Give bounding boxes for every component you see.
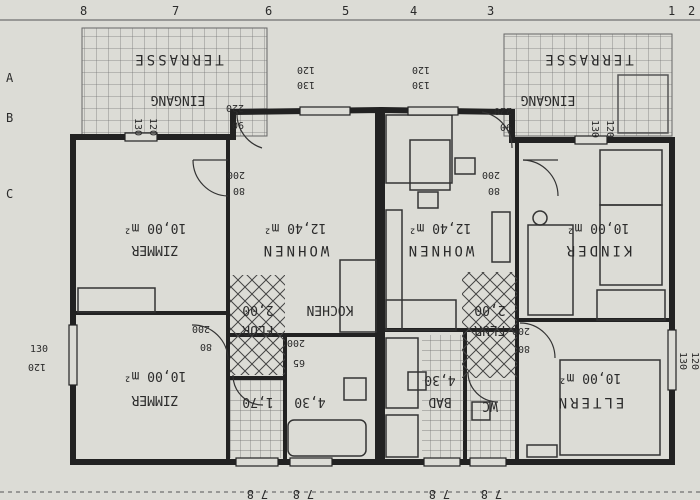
column-label-1: 1 [668,4,675,18]
kinder-name: KINDER [564,242,633,258]
zimmer-top-name: ZIMMER [131,242,178,257]
dim-right-door-width: 80 [488,185,500,196]
bad-right-area: 4,30 [424,372,455,387]
terrace-right [503,33,673,137]
entrance-right-label: EINGANG [520,92,575,107]
wohnen-left-name: WOHNEN [261,242,330,258]
bottom-tick-3a: 8 [429,487,436,500]
dim-bad-left-door-head: 200 [287,337,305,348]
windows [68,106,677,467]
bathtub-left [287,419,367,457]
bottom-tick-2a: 8 [293,487,300,500]
right-room-labels: WOHNEN 12,40 m² KINDER 10,00 m² FLUR 2,0… [406,220,633,413]
row-label-a: A [6,71,14,85]
dim-zimmer-door-width: 80 [200,341,212,352]
terrace-right-label: TERRASSE [542,51,633,67]
dim-right-wohnen-sill: 120 [412,64,430,75]
zimmer-bottom-name: ZIMMER [131,392,178,407]
bad-left-area: 4,30 [294,394,325,409]
door-swings [191,111,559,406]
dim-left-entrance-small: 90 [232,119,244,130]
terrace-right-planter [617,74,669,134]
dim-left-window-sill: 120 [147,118,158,136]
wc-right-tiles [467,380,515,458]
column-labels: 8 7 6 5 4 3 1 2 [80,4,695,18]
dim-right-window-head: 130 [589,120,600,138]
dim-left-wall-window-head: 130 [30,344,48,355]
dim-right-door-head: 200 [482,169,500,180]
wohnen-right-area: 12,40 m² [409,220,472,235]
column-label-6: 6 [265,4,272,18]
flur-left-hatch [230,275,285,375]
bad-right-name: BAD [428,394,452,409]
row-label-c: C [6,187,13,201]
eltern-area: 10,00 m² [559,370,622,385]
bottom-tick-2b: 7 [307,487,314,500]
terrace-left-label: TERRASSE [132,51,223,67]
kinder-area: 10,00 m² [567,220,630,235]
dim-eltern-door-head: 200 [512,325,530,336]
dim-right-window-sill: 120 [604,120,615,138]
right-kitchen-fixtures [385,114,511,331]
dim-right-wall-window-head: 130 [677,352,688,370]
dim-left-window-head: 130 [132,118,143,136]
entrance-left-label: EINGANG [150,92,205,107]
dim-left-wohnen-head: 130 [297,79,315,90]
terrace-left [81,27,268,137]
column-label-3: 3 [487,4,494,18]
bottom-tick-1a: 8 [247,487,254,500]
row-label-b: B [6,111,13,125]
column-label-7: 7 [172,4,179,18]
dim-right-wohnen-head: 130 [412,79,430,90]
wardrobe-left [77,287,156,313]
flur-right-hatch [462,272,517,378]
right-bathroom-fixtures [385,337,491,458]
dim-zimmer-door-head: 200 [192,323,210,334]
column-label-4: 4 [410,4,417,18]
bad-left-dim: 1,70 [242,394,273,409]
dim-left-door-width: 80 [233,185,245,196]
column-label-2: 2 [688,4,695,18]
wohnen-right-name: WOHNEN [406,242,475,258]
dim-left-door-head: 200 [227,169,245,180]
dim-right-entrance-small: 90 [500,121,512,132]
flur-right-area: 2,00 [474,302,505,317]
bad-right-tiles [422,335,464,458]
bottom-tick-1b: 7 [261,487,268,500]
zimmer-top-area: 10,00 m² [124,220,187,235]
dim-right-wall-window-sill: 120 [689,352,700,370]
left-room-labels: ZIMMER 10,00 m² WOHNEN 12,40 m² KOCHEN F… [124,220,354,409]
dim-left-wall-window-sill: 120 [28,361,46,372]
kinder-room-furniture [527,149,666,321]
dim-left-wohnen-sill: 120 [297,64,315,75]
wc-name: WC [482,398,498,413]
wohnen-left-area: 12,40 m² [264,220,327,235]
flur-left-name: FLUR [242,322,273,337]
eltern-name: ELTERN [556,394,625,410]
bottom-tick-4b: 7 [495,487,502,500]
zimmer-bottom-area: 10,00 m² [124,368,187,383]
flur-right-name: FLUR [474,322,505,337]
dimension-labels: 130 120 130 120 130 120 130 120 200 80 2… [28,64,700,372]
eltern-room-furniture [526,359,661,458]
column-label-8: 8 [80,4,87,18]
row-labels: A B C [6,71,14,201]
exterior-walls [70,106,675,465]
dim-eltern-door-width: 80 [518,343,530,354]
kitchen-counter-left [339,259,377,333]
dim-bad-left-door: 65 [293,357,305,368]
column-label-5: 5 [342,4,349,18]
flur-left-area: 2,00 [242,302,273,317]
bottom-tick-labels: 8 7 8 7 8 7 8 7 [247,487,502,500]
bottom-tick-3b: 7 [443,487,450,500]
dim-right-entrance-wide: 220 [494,105,512,116]
dim-left-entrance-wide: 220 [226,102,244,113]
sink-left [343,377,367,401]
kochen-left-name: KOCHEN [307,302,354,317]
bottom-tick-4a: 8 [481,487,488,500]
